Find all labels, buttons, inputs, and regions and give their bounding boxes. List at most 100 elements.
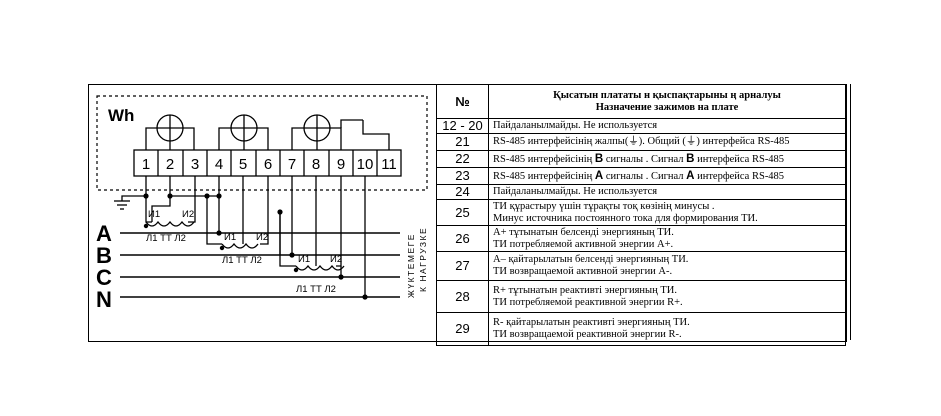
phase-label-a: A: [96, 221, 112, 246]
terminal-assignment-table: № Қысатын плататы н қыспақтарыны ң арнал…: [436, 84, 846, 346]
terminal-number: 11: [381, 156, 397, 173]
table-row: 24 Пайдаланылмайды. Не используется: [436, 184, 846, 200]
row-signal: A: [686, 169, 695, 182]
terminal-number: 8: [312, 156, 320, 173]
terminal-number: 5: [239, 156, 247, 173]
terminal-numbers: 1 2 3 4 5 6 7 8 9 10 11: [142, 156, 397, 173]
load-label-ru: К НАГРУЗКЕ: [418, 227, 428, 292]
phase-label-c: C: [96, 265, 112, 290]
table-row: 12 - 20 Пайдаланылмайды. Не используется: [436, 118, 846, 134]
row-signal: A: [594, 169, 604, 182]
phase-label-b: B: [96, 243, 112, 268]
terminal-number: 6: [264, 156, 272, 173]
ct-i2-label: И2: [330, 254, 342, 265]
ct-primary-label: Л1 ТТ Л2: [296, 284, 336, 295]
junction-dots: [143, 193, 368, 300]
table-row: 23 RS-485 интерфейсінің A сигналы . Сигн…: [436, 167, 846, 185]
ct-i2-label: И2: [256, 232, 268, 243]
row-number: 25: [436, 199, 489, 226]
row-description: Пайдаланылмайды. Не используется: [488, 184, 846, 200]
row-signal: B: [686, 152, 695, 165]
ground-icon: [114, 176, 147, 210]
row-text: Пайдаланылмайды. Не используется: [493, 186, 658, 197]
terminal-number: 2: [166, 156, 174, 173]
table-row: 29 R- қайтарылатын реактивті энергияның …: [436, 312, 846, 346]
row-number: 24: [436, 184, 489, 200]
terminal-number: 4: [215, 156, 223, 173]
header-number: №: [436, 84, 489, 119]
row-text: сигналы . Сигнал: [603, 170, 687, 182]
row-description: RS-485 интерфейсінің B сигналы . Сигнал …: [488, 150, 846, 168]
row-text: R- қайтарылатын реактивті энергияның ТИ.: [493, 317, 690, 328]
meter-enclosure: [96, 95, 428, 191]
row-description: R- қайтарылатын реактивті энергияның ТИ.…: [488, 312, 846, 346]
ct-labels: И1 И2 Л1 ТТ Л2 И1 И2 Л1 ТТ Л2 И1 И2 Л1 Т…: [146, 209, 342, 295]
row-number: 29: [436, 312, 489, 346]
row-number: 26: [436, 225, 489, 252]
row-text: RS-485 интерфейсінің: [493, 170, 595, 182]
header-title-ru: Назначение зажимов на плате: [595, 101, 739, 113]
row-text: ТИ возвращаемой активной энергии A-.: [493, 266, 673, 277]
header-title: Қысатын плататы н қыспақтарыны ң арналуы…: [488, 84, 846, 119]
ct-i1-label: И1: [148, 209, 160, 220]
row-text: Минус источника постоянного тока для фор…: [493, 212, 758, 224]
load-label-kz: ЖҮКТЕМЕГЕ: [406, 233, 416, 298]
row-number: 22: [436, 150, 489, 168]
table-row: 25 ТИ құрастыру үшін тұрақты тоқ көзінің…: [436, 199, 846, 226]
terminal-number: 7: [288, 156, 296, 173]
row-description: A– қайтарылатын белсенді энергияның ТИ. …: [488, 251, 846, 281]
row-text: RS-485 интерфейсінің: [493, 153, 595, 165]
phase-label-n: N: [96, 287, 112, 312]
row-text: интерфейса RS-485: [694, 170, 785, 182]
phase-labels: A B C N: [96, 221, 112, 312]
row-text: RS-485 интерфейсінің жалпы(⏚). Общий (⏚)…: [493, 136, 790, 147]
terminal-number: 10: [357, 156, 374, 173]
row-description: R+ тұтынатын реактивті энергияның ТИ. ТИ…: [488, 280, 846, 313]
row-text: ТИ құрастыру үшін тұрақты тоқ көзінің ми…: [493, 200, 715, 212]
table-header-row: № Қысатын плататы н қыспақтарыны ң арнал…: [436, 84, 846, 119]
row-number: 12 - 20: [436, 118, 489, 134]
row-number: 23: [436, 167, 489, 185]
table-row: 22 RS-485 интерфейсінің B сигналы . Сигн…: [436, 150, 846, 168]
row-text: сигналы . Сигнал: [603, 153, 687, 165]
row-text: ТИ потребляемой реактивной энергии R+.: [493, 296, 683, 308]
ct-i1-label: И1: [298, 254, 310, 265]
ct-primary-label: Л1 ТТ Л2: [222, 255, 262, 266]
table-row: 27 A– қайтарылатын белсенді энергияның Т…: [436, 251, 846, 281]
row-description: Пайдаланылмайды. Не используется: [488, 118, 846, 134]
row-number: 27: [436, 251, 489, 281]
row-description: ТИ құрастыру үшін тұрақты тоқ көзінің ми…: [488, 199, 846, 226]
table-row: 28 R+ тұтынатын реактивті энергияның ТИ.…: [436, 280, 846, 313]
terminal-dividers: [157, 150, 378, 176]
row-description: A+ тұтынатын белсенді энергияның ТИ. ТИ …: [488, 225, 846, 252]
row-text: Пайдаланылмайды. Не используется: [493, 120, 658, 131]
row-description: RS-485 интерфейсінің A сигналы . Сигнал …: [488, 167, 846, 185]
row-text: ТИ возвращаемой реактивной энергии R-.: [493, 329, 682, 340]
row-text: ТИ потребляемой активной энергии A+.: [493, 238, 674, 250]
current-transformers: [145, 220, 345, 271]
header-title-kz: Қысатын плататы н қыспақтарыны ң арналуы: [553, 89, 781, 101]
ct-primary-label: Л1 ТТ Л2: [146, 233, 186, 244]
terminal-number: 1: [142, 156, 150, 173]
row-number: 21: [436, 133, 489, 151]
terminal-number: 3: [191, 156, 199, 173]
terminal-number: 9: [337, 156, 345, 173]
row-text: A+ тұтынатын белсенді энергияның ТИ.: [493, 226, 674, 238]
frame-rule: [850, 84, 851, 340]
measuring-elements: [145, 114, 390, 150]
row-text: интерфейса RS-485: [694, 153, 785, 165]
ct-i1-label: И1: [224, 232, 236, 243]
wiring: [145, 176, 366, 297]
ct-i2-label: И2: [182, 209, 194, 220]
row-signal: B: [594, 152, 604, 165]
meter-label: Wh: [108, 106, 134, 125]
row-text: R+ тұтынатын реактивті энергияның ТИ.: [493, 284, 677, 296]
row-text: A– қайтарылатын белсенді энергияның ТИ.: [493, 254, 689, 265]
table-row: 26 A+ тұтынатын белсенді энергияның ТИ. …: [436, 225, 846, 252]
row-number: 28: [436, 280, 489, 313]
table-row: 21 RS-485 интерфейсінің жалпы(⏚). Общий …: [436, 133, 846, 151]
row-description: RS-485 интерфейсінің жалпы(⏚). Общий (⏚)…: [488, 133, 846, 151]
phase-lines: [120, 232, 400, 298]
load-labels: ЖҮКТЕМЕГЕ К НАГРУЗКЕ: [406, 227, 428, 298]
